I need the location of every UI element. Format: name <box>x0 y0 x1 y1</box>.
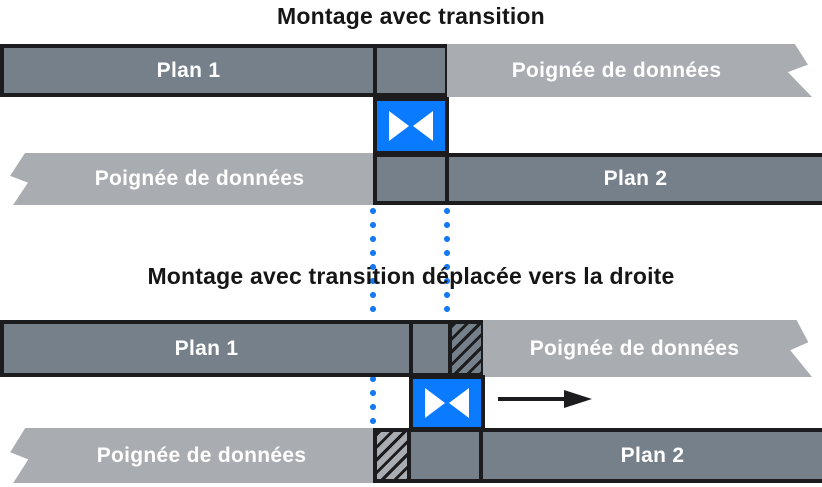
transition-box-bottom <box>409 375 485 431</box>
section-title-transition: Montage avec transition <box>277 3 545 29</box>
hatched-trim-area-handle <box>373 428 411 483</box>
clip2-label-top: Plan 2 <box>603 167 668 190</box>
clip2-trim-segment-top <box>373 153 449 205</box>
move-right-arrow-icon <box>498 390 592 408</box>
media-handle-bar-bottom-right: Poignée de données <box>483 320 812 377</box>
media-handle-label-bottom-left: Poignée de données <box>96 443 307 467</box>
bowtie-transition-icon <box>389 111 433 141</box>
clip1-label-bottom: Plan 1 <box>174 336 239 360</box>
edit-point-guide-left <box>370 207 376 431</box>
clip1-bar-bottom: Plan 1 <box>0 320 413 377</box>
media-handle-bar-top-right: Poignée de données <box>447 44 812 97</box>
clip2-bar-bottom: Plan 2 <box>479 428 822 483</box>
edit-point-guide-right <box>444 207 450 431</box>
media-handle-label-bottom-right: Poignée de données <box>529 336 740 360</box>
clip2-label-bottom: Plan 2 <box>620 443 685 467</box>
clip1-bar-top: Plan 1 <box>0 44 377 97</box>
clip1-label-top: Plan 1 <box>156 58 221 82</box>
clip2-trim-segment-bottom <box>407 428 483 483</box>
clip1-trim-segment-bottom <box>409 320 452 377</box>
media-handle-bar-bottom-left: Poignée de données <box>10 428 377 483</box>
media-handle-label-top-right: Poignée de données <box>511 58 722 82</box>
media-handle-bar-top-left: Poignée de données <box>10 153 373 205</box>
clip2-bar-top: Plan 2 <box>445 153 822 205</box>
media-handle-label-top-left: Poignée de données <box>94 167 305 190</box>
transition-box-top <box>373 97 449 155</box>
bowtie-transition-icon <box>425 388 469 418</box>
clip1-trim-segment-top <box>373 44 449 97</box>
section-title-transition-moved: Montage avec transition déplacée vers la… <box>147 263 675 289</box>
hatched-trim-area-clip1 <box>448 320 485 377</box>
